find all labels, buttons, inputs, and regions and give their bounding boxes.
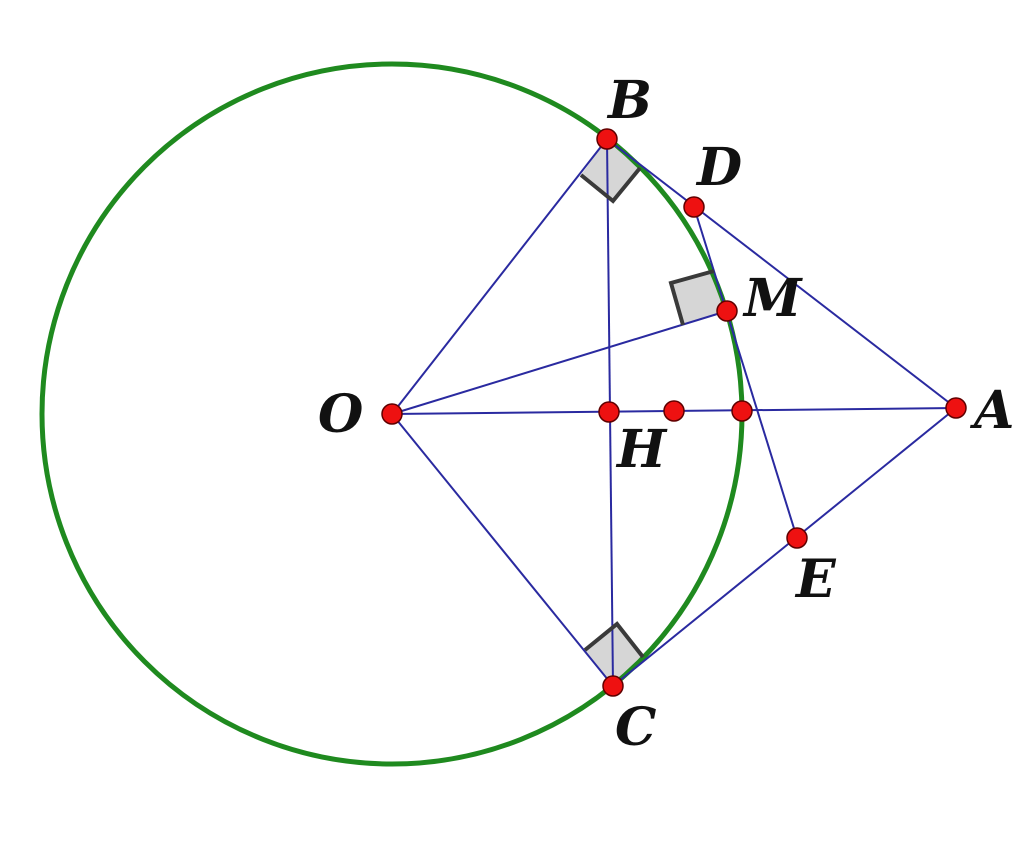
segment-OC <box>391 413 614 687</box>
right-angle-mark-C <box>583 621 645 659</box>
point-unlabeled-1 <box>663 400 685 422</box>
label-A: A <box>969 380 1014 441</box>
label-B: B <box>606 70 652 131</box>
right-angle-mark-B <box>579 166 642 204</box>
point-B <box>596 128 618 150</box>
label-H: H <box>615 419 668 480</box>
segment-OM <box>391 310 728 415</box>
label-D: D <box>695 137 742 198</box>
point-H <box>598 401 620 423</box>
label-C: C <box>615 697 656 758</box>
right-angle-fill-M <box>671 271 727 325</box>
point-C <box>602 675 624 697</box>
segment-DE <box>693 206 798 539</box>
point-M <box>716 300 738 322</box>
point-E <box>786 527 808 549</box>
right-angle-mark-M <box>668 269 715 326</box>
point-O <box>381 403 403 425</box>
point-unlabeled-2 <box>731 400 753 422</box>
label-M: M <box>742 268 803 329</box>
label-O: O <box>318 384 363 445</box>
point-A <box>945 397 967 419</box>
point-D <box>683 196 705 218</box>
segment-BA <box>606 138 957 409</box>
label-E: E <box>794 549 837 610</box>
segment-CA <box>612 407 957 687</box>
segment-OB <box>391 138 608 415</box>
